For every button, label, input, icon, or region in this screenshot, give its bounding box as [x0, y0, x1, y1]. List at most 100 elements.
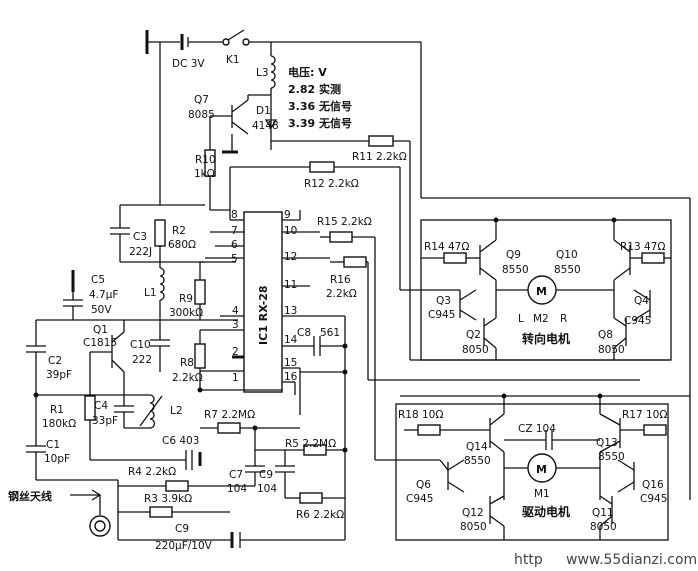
steer-l-label: L — [518, 313, 524, 325]
watermark-left: http — [514, 552, 543, 568]
m1-label: M1 — [534, 488, 550, 500]
watermark-right: www.55dianzi.com — [566, 552, 697, 568]
r12-label: R12 2.2kΩ — [304, 178, 359, 190]
pin-12: 12 — [284, 251, 297, 263]
voltage-measured: 2.82 实测 — [288, 82, 341, 96]
pin-11: 11 — [284, 279, 297, 291]
r10-value: 1kΩ — [194, 168, 215, 180]
steer-r-label: R — [560, 313, 567, 325]
r1-value: 180kΩ — [42, 418, 76, 430]
pin-9: 9 — [284, 209, 291, 221]
resistor-r15: R15 2.2kΩ — [299, 210, 440, 461]
capacitor-c1: C1 10pF — [26, 420, 70, 480]
q1-label: Q1 — [93, 324, 108, 336]
c1-label: C1 — [46, 439, 60, 451]
antenna: 钢丝天线 — [8, 479, 119, 540]
r4-label: R4 2.2kΩ — [128, 466, 176, 478]
resistor-r1: R1 180kΩ — [42, 352, 96, 460]
resistor-r12: R12 2.2kΩ — [229, 161, 460, 291]
c8-value: 561 — [320, 327, 340, 339]
c10-label: C10 — [130, 339, 151, 351]
q6-value: C945 — [406, 493, 433, 505]
resistor-r7: R7 2.2MΩ — [200, 409, 300, 434]
q7-label: Q7 — [194, 94, 209, 106]
power-source-label: DC 3V — [172, 58, 205, 70]
cz-label: CZ 104 — [518, 423, 556, 435]
pin-7: 7 — [231, 225, 238, 237]
r3-label: R3 3.9kΩ — [144, 493, 192, 505]
q8-value: 8050 — [598, 344, 625, 356]
c4-label: C4 — [94, 400, 108, 412]
c9-label: C9 — [175, 523, 189, 535]
steering-bridge: R14 47Ω R13 47Ω Q9 8550 Q10 8550 M L M2 … — [420, 217, 672, 361]
c2-value: 39pF — [46, 369, 72, 381]
c1-value: 10pF — [44, 453, 70, 465]
r9-label: R9 — [179, 293, 193, 305]
resistor-r16: R16 2.2kΩ — [326, 256, 640, 381]
q4-label: Q4 — [634, 295, 649, 307]
pin-3: 3 — [232, 319, 239, 331]
q7-value: 8085 — [188, 109, 215, 121]
voltage-title: 电压: V — [288, 65, 327, 79]
q14-value: 8550 — [464, 455, 491, 467]
q10-label: Q10 — [556, 249, 578, 261]
voltage-no-signal-2: 3.39 无信号 — [288, 116, 352, 130]
q12-label: Q12 — [462, 507, 484, 519]
c6-label: C6 403 — [162, 435, 199, 447]
voltage-no-signal-1: 3.36 无信号 — [288, 99, 352, 113]
resistor-r2: R2 680Ω — [154, 219, 196, 268]
q10-value: 8550 — [554, 264, 581, 276]
drive-caption: 驱动电机 — [522, 504, 570, 519]
antenna-label: 钢丝天线 — [8, 489, 52, 503]
pin-13: 13 — [284, 305, 297, 317]
transistor-q1: Q1 C1815 — [83, 320, 125, 395]
pin-15: 15 — [284, 357, 297, 369]
capacitor-c4: C4 33pF — [92, 394, 150, 429]
c9-value: 220μF/10V — [155, 540, 213, 552]
q11-value: 8050 — [590, 521, 617, 533]
q3-label: Q3 — [436, 295, 451, 307]
c8-label: C8 — [297, 327, 311, 339]
r8-label: R8 — [180, 357, 194, 369]
c7-label: C7 — [229, 469, 243, 481]
capacitor-c6: C6 403 — [90, 435, 202, 470]
l1-label: L1 — [144, 287, 157, 299]
q9-label: Q9 — [506, 249, 521, 261]
drive-bridge: R18 10Ω R17 10Ω Q14 8550 Q13 8550 CZ 104… — [395, 393, 690, 541]
capacitor-c9-electrolytic: C9 220μF/10V — [118, 523, 345, 552]
c3-label: C3 — [133, 231, 147, 243]
steer-m2-label: M2 — [533, 313, 549, 325]
pin-10: 10 — [284, 225, 297, 237]
c4-value: 33pF — [92, 415, 118, 427]
q2-label: Q2 — [466, 329, 481, 341]
q13-label: Q13 — [596, 437, 618, 449]
r6-label: R6 2.2kΩ — [296, 509, 344, 521]
voltage-notes: 电压: V 2.82 实测 3.36 无信号 3.39 无信号 — [264, 65, 352, 130]
pin-14: 14 — [284, 334, 298, 346]
l2-label: L2 — [170, 405, 183, 417]
d1-value: 4148 — [252, 120, 279, 132]
c2-label: C2 — [48, 355, 62, 367]
q8-label: Q8 — [598, 329, 613, 341]
r16-label: R16 — [330, 274, 351, 286]
ic-label: IC1 RX-28 — [257, 285, 270, 345]
pin-8: 8 — [231, 209, 238, 221]
c10-value: 222 — [132, 354, 152, 366]
r7-label: R7 2.2MΩ — [204, 409, 255, 421]
r17-label: R17 10Ω — [622, 409, 667, 421]
q14-label: Q14 — [466, 441, 488, 453]
watermark: http www.55dianzi.com — [514, 552, 697, 568]
q12-value: 8050 — [460, 521, 487, 533]
resistor-r10: R10 1kΩ — [194, 149, 230, 211]
q16-label: Q16 — [642, 479, 664, 491]
transistor-q7: Q7 8085 D1 4148 — [188, 94, 279, 154]
ic-rx28: IC1 RX-28 8 7 6 5 4 3 2 1 9 10 12 11 13 … — [200, 209, 330, 393]
r18-label: R18 10Ω — [398, 409, 443, 421]
pin-5: 5 — [231, 253, 238, 265]
pin-6: 6 — [231, 239, 238, 251]
c3-value: 222J — [129, 246, 152, 258]
q2-value: 8050 — [462, 344, 489, 356]
capacitor-c10: C10 222 — [130, 320, 170, 372]
capacitor-c5: C5 4.7μF 50V — [63, 270, 118, 320]
